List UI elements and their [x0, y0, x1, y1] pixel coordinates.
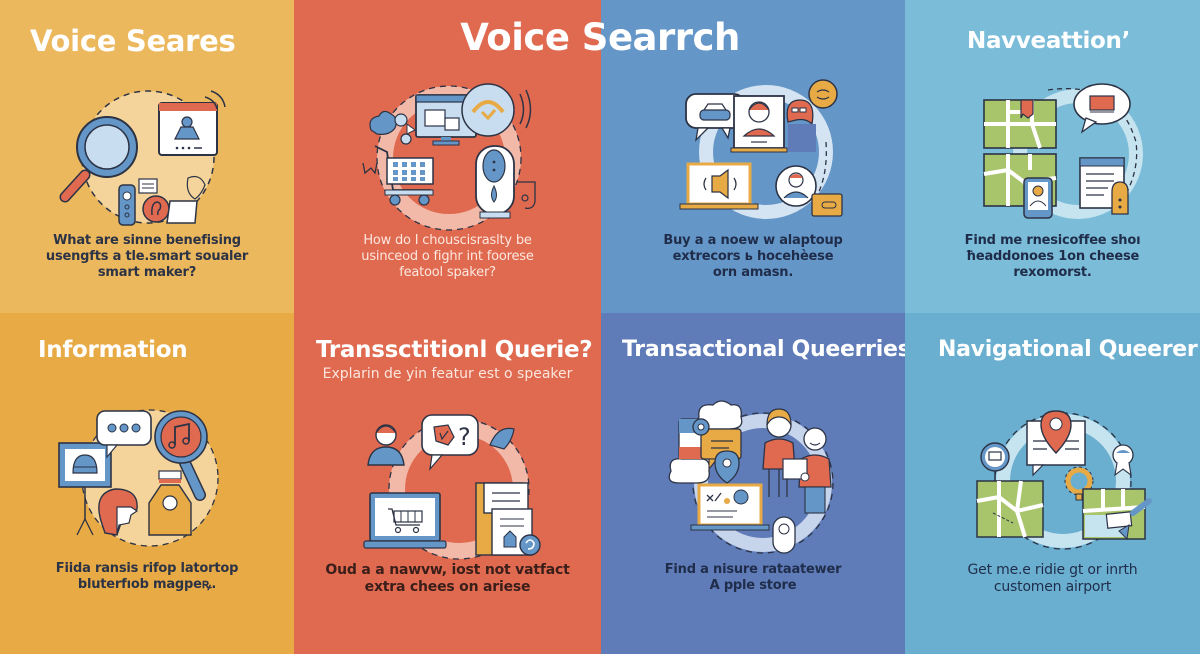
- illustration-shopping-people: [676, 79, 851, 227]
- cloud-icon: [668, 400, 743, 484]
- panel-title: Voice Seares: [30, 24, 236, 58]
- illustration-store: [663, 397, 848, 557]
- user-avatar-icon: [367, 424, 405, 466]
- person-head-icon: [98, 488, 139, 536]
- award-badge-icon: [1112, 444, 1134, 477]
- panel-voice-search-orange: Voice Seares: [0, 0, 294, 313]
- illustration-shopping-speaker: [349, 78, 549, 231]
- illustration-transaction: ?: [363, 411, 549, 561]
- smart-speaker-icon: [772, 516, 796, 554]
- panel-title: Transactional Queerries: [622, 337, 905, 362]
- panel-caption: Find a nisure rataatewer A pple store: [664, 562, 842, 593]
- couple-shopping-icon: [762, 408, 832, 514]
- user-avatar-icon: [775, 165, 817, 207]
- panel-caption: Get me.e ridie gt or inrth customen airp…: [967, 562, 1138, 595]
- wallet-icon: [811, 193, 843, 217]
- map-icon: [976, 480, 1044, 538]
- panel-information: Information: [0, 313, 294, 654]
- panel-caption: Buy a a noew w alaptoup extrecors ь hoce…: [663, 233, 843, 280]
- shopping-cart-icon: [374, 145, 434, 206]
- panel-title: Navveattion’: [967, 28, 1131, 54]
- panel-caption: How do I chouscisraslty be usinceod o fi…: [361, 233, 534, 280]
- monitor-icon: [415, 94, 477, 146]
- gear-icon: [1064, 466, 1094, 501]
- svg-text:?: ?: [458, 423, 471, 451]
- chat-dots-icon: [96, 410, 152, 459]
- chat-bubble-icon: [1073, 83, 1131, 134]
- remote-control-icon: [118, 184, 136, 226]
- video-call-window-icon: [158, 102, 218, 156]
- laptop-map-icon: [690, 483, 770, 531]
- illustration-information: [55, 403, 230, 553]
- location-pin-icon: [714, 450, 740, 484]
- panel-subtitle: Explarin de yin featur est o speaker: [322, 366, 573, 382]
- document-icon: [138, 178, 158, 194]
- presentation-screen-icon: [58, 442, 112, 536]
- question-bubble-icon: ?: [421, 414, 479, 471]
- map-ticket-icon: [1082, 488, 1152, 541]
- smiley-badge-icon: [808, 79, 838, 109]
- money-bag-icon: [148, 470, 192, 536]
- magnifier-icon: [59, 116, 138, 203]
- panel-caption: Find me rnesicoffee shoı ħeaddonoes 1on …: [964, 233, 1141, 280]
- illustration-voice-search: [55, 85, 235, 230]
- panel-caption: Oud a a nawvw, iost not vatfact extra ch…: [325, 562, 570, 595]
- documents-icon: [475, 482, 533, 556]
- smart-speaker-icon: [475, 145, 515, 219]
- location-pin-card-icon: [1026, 410, 1086, 477]
- profile-board-icon: [730, 95, 788, 153]
- panel-navigation-top: Navveattion’: [905, 0, 1200, 313]
- panel-transactional-red: Transsctitionl Querie? Explarin de yin f…: [294, 313, 601, 654]
- panel-transactional-blue: Transactional Queerries: [601, 313, 905, 654]
- refresh-badge-icon: [519, 534, 541, 556]
- laptop-cart-icon: [363, 492, 447, 549]
- panel-caption: Fiida ransis rifop latortop bluterfıob m…: [55, 561, 239, 592]
- laptop-speaker-icon: [679, 162, 759, 210]
- music-note-icon: [517, 181, 536, 202]
- chat-card-icon: [678, 418, 742, 471]
- sound-wave-icon: [210, 90, 226, 108]
- panel-red-top: How do I chouscisraslty be usinceod o fi…: [294, 0, 601, 313]
- ear-icon: [142, 195, 170, 223]
- search-pin-icon: [980, 442, 1010, 481]
- illustration-navigation: [978, 82, 1148, 227]
- lock-tag-icon: [1111, 181, 1129, 215]
- panel-title: Navigational Queerer: [938, 337, 1198, 362]
- location-tag-icon: [1020, 99, 1034, 119]
- panel-navigational: Navigational Queerer: [905, 313, 1200, 654]
- illustration-navigational: [973, 403, 1153, 553]
- voice-assistant-badge-icon: [461, 83, 532, 137]
- cloud-icon: [369, 110, 416, 145]
- bird-icon: [489, 427, 515, 450]
- panel-caption: What are sinne benefising usengfts a tle…: [45, 233, 249, 280]
- panel-title: Transsctitionl Querie?: [316, 337, 593, 363]
- panel-title: Information: [38, 337, 188, 363]
- woman-avatar-icon: [786, 99, 816, 152]
- panel-blue-top: Buy a a noew w alaptoup extrecors ь hoce…: [601, 0, 905, 313]
- folder-icon: [166, 200, 198, 224]
- phone-user-icon: [1023, 177, 1053, 219]
- music-magnifier-icon: [154, 410, 208, 501]
